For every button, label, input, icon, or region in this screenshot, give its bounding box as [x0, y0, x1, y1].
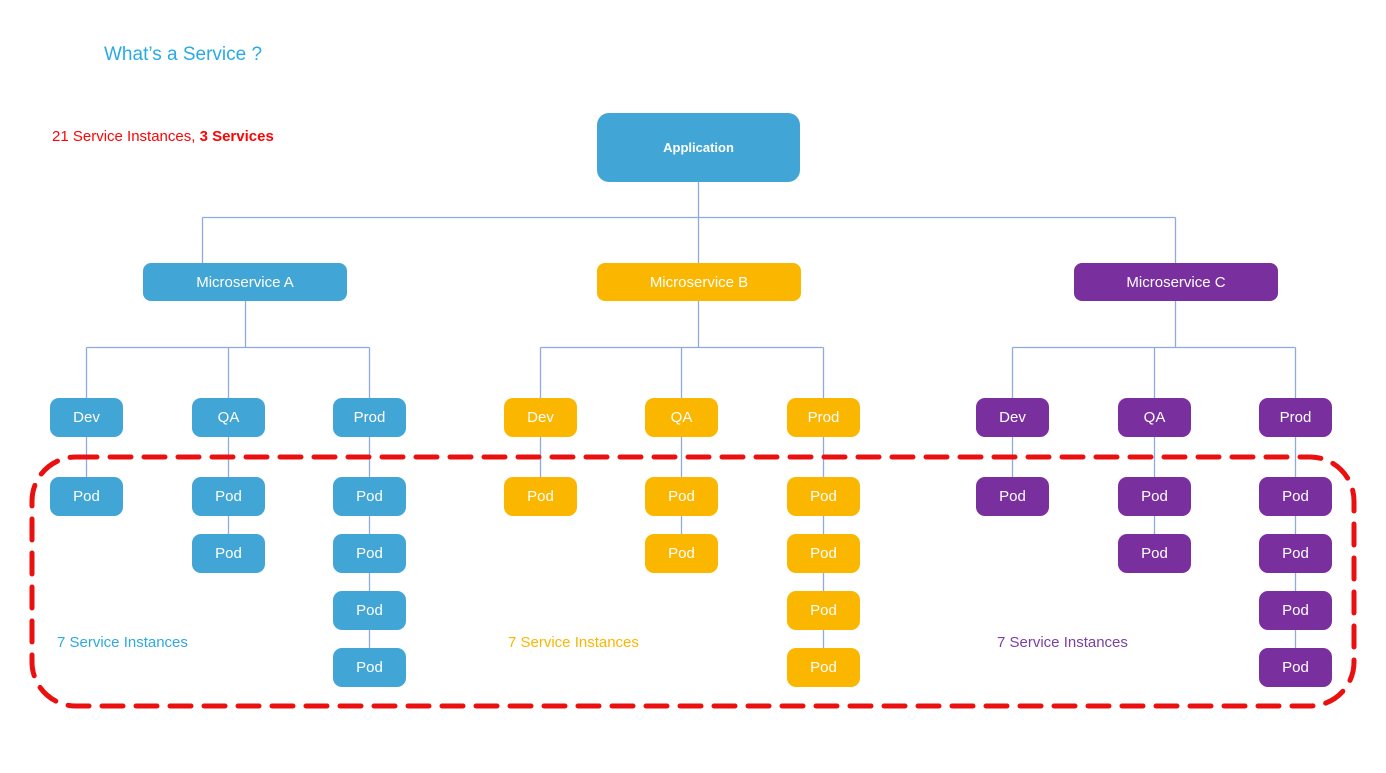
env-prod-b: Prod: [787, 398, 860, 437]
page-title: What’s a Service ?: [104, 44, 263, 65]
summary-text: 21 Service Instances, 3 Services: [52, 128, 274, 145]
pod-node: Pod: [333, 591, 406, 630]
connector-service-c-to-envs: [1011, 301, 1297, 398]
pod-node: Pod: [1259, 534, 1332, 573]
pod-node: Pod: [645, 534, 718, 573]
pod-node: Pod: [333, 534, 406, 573]
env-prod-a: Prod: [333, 398, 406, 437]
service-instances-dashed-outline: [29, 454, 1357, 709]
pod-node: Pod: [333, 648, 406, 687]
pod-node: Pod: [645, 477, 718, 516]
pod-node: Pod: [787, 591, 860, 630]
pod-node: Pod: [787, 534, 860, 573]
node-microservice-a: Microservice A: [143, 263, 347, 301]
connector-lines: [85, 182, 1297, 648]
note-instances-b: 7 Service Instances: [508, 634, 639, 651]
summary-regular-text: 21 Service Instances,: [52, 128, 200, 145]
pod-node: Pod: [333, 477, 406, 516]
connector-service-b-to-envs: [539, 301, 825, 398]
pod-node: Pod: [192, 534, 265, 573]
pod-node: Pod: [50, 477, 123, 516]
pod-node: Pod: [1259, 591, 1332, 630]
pod-node: Pod: [1259, 648, 1332, 687]
connector-service-a-to-envs: [85, 301, 371, 398]
note-instances-c: 7 Service Instances: [997, 634, 1128, 651]
env-dev-a: Dev: [50, 398, 123, 437]
pod-node: Pod: [976, 477, 1049, 516]
pod-node: Pod: [504, 477, 577, 516]
env-prod-c: Prod: [1259, 398, 1332, 437]
node-application: Application: [597, 113, 800, 182]
env-qa-a: QA: [192, 398, 265, 437]
pod-node: Pod: [787, 477, 860, 516]
pod-node: Pod: [787, 648, 860, 687]
pod-node: Pod: [192, 477, 265, 516]
env-dev-c: Dev: [976, 398, 1049, 437]
pod-node: Pod: [1118, 477, 1191, 516]
env-dev-b: Dev: [504, 398, 577, 437]
env-qa-c: QA: [1118, 398, 1191, 437]
node-microservice-c: Microservice C: [1074, 263, 1278, 301]
note-instances-a: 7 Service Instances: [57, 634, 188, 651]
env-qa-b: QA: [645, 398, 718, 437]
summary-bold-text: 3 Services: [199, 128, 274, 145]
node-microservice-b: Microservice B: [597, 263, 801, 301]
connector-app-to-services: [201, 182, 1177, 263]
pod-node: Pod: [1259, 477, 1332, 516]
pod-node: Pod: [1118, 534, 1191, 573]
